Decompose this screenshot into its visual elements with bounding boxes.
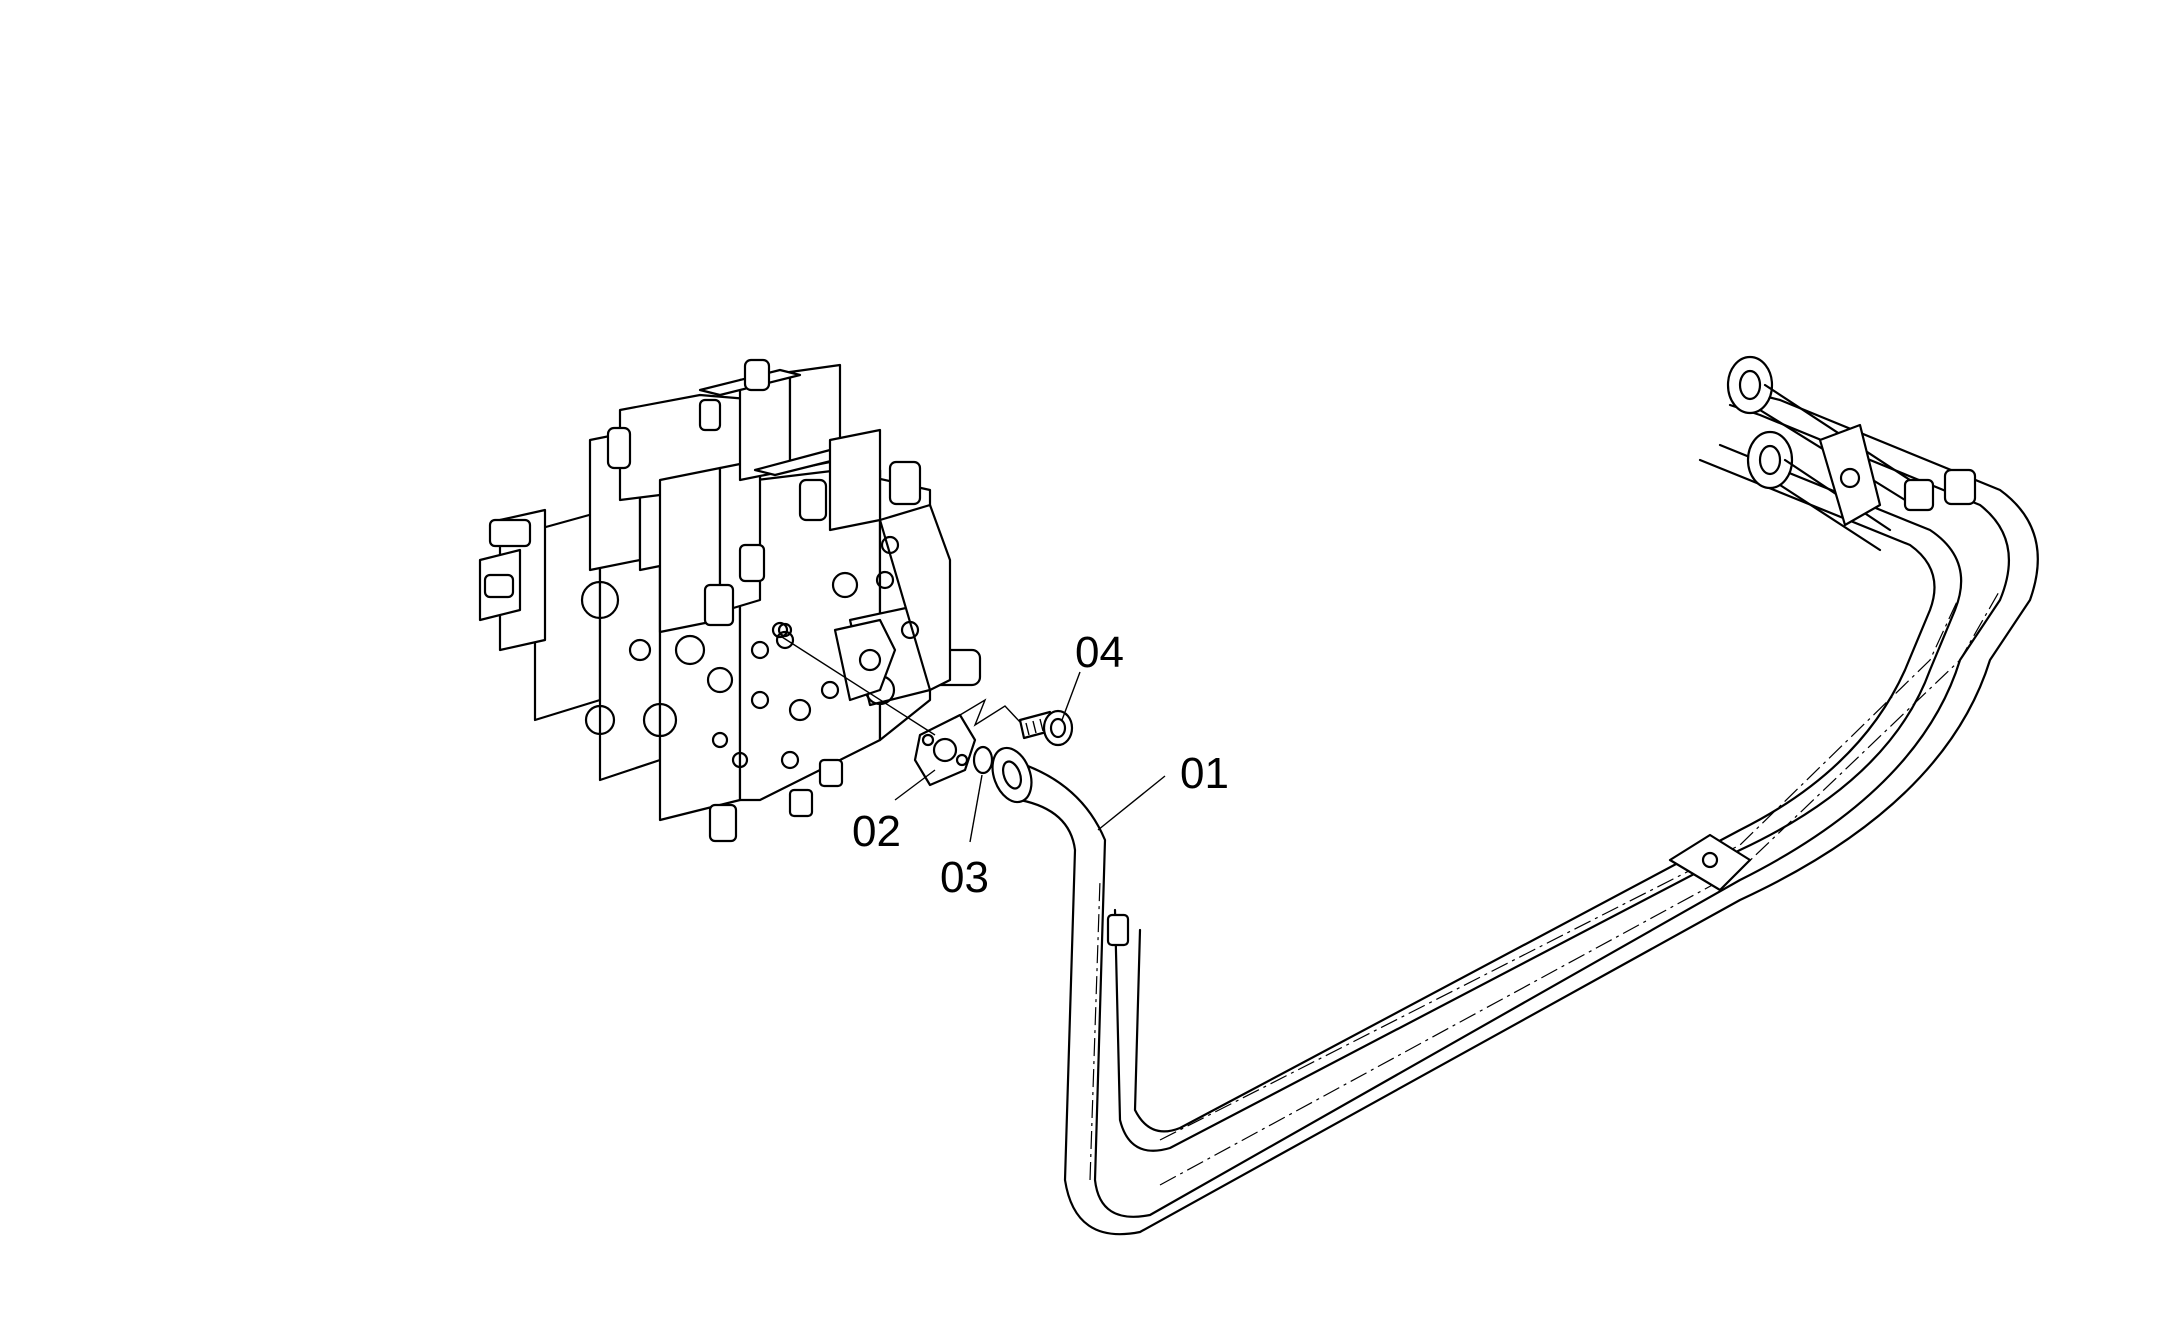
bolt-04 xyxy=(1018,709,1074,747)
o-ring-03 xyxy=(972,745,994,775)
break-line xyxy=(954,698,1021,727)
assembly-centerline xyxy=(781,636,936,736)
leader-04 xyxy=(1061,671,1081,721)
callout-03: 03 xyxy=(940,853,989,902)
leader-01 xyxy=(1097,775,1166,831)
control-valve-assembly xyxy=(478,358,982,843)
leader-03 xyxy=(969,774,983,843)
flange-02 xyxy=(913,713,977,787)
callout-01: 01 xyxy=(1180,749,1229,798)
leader-02 xyxy=(894,769,936,801)
pipe-line-01 xyxy=(991,355,2039,1236)
callout-04: 04 xyxy=(1075,628,1124,677)
callout-02: 02 xyxy=(852,807,901,856)
